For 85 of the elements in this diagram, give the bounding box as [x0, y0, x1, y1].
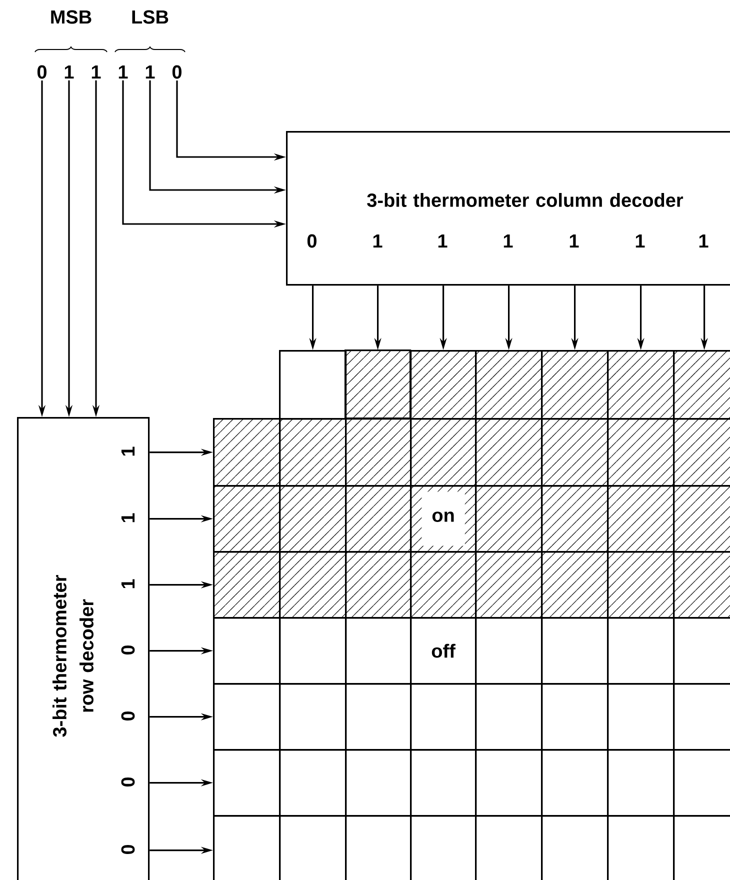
hatched-cell: [607, 551, 675, 619]
input-bit: 0: [37, 65, 46, 79]
cell: [541, 815, 609, 880]
hatched-cell: [541, 485, 609, 553]
hatched-cell: [607, 350, 675, 420]
hatched-cell: [475, 418, 543, 487]
input-bit: 0: [172, 65, 182, 79]
cell: [345, 683, 412, 751]
hatched-cell: [673, 350, 730, 420]
hatched-cell: [213, 418, 281, 487]
cell: [345, 815, 412, 880]
cell: [607, 683, 675, 751]
hatched-cell: [344, 350, 412, 420]
bit-group-label: LSB: [132, 10, 168, 24]
hatched-cell: [607, 485, 675, 553]
hatched-cell: [673, 418, 730, 487]
cell: [607, 815, 675, 880]
input-bit: 1: [64, 65, 74, 79]
cell: [410, 683, 477, 751]
cell: [475, 815, 543, 880]
cell: [541, 683, 609, 751]
cell: [279, 749, 347, 817]
cell: [279, 683, 347, 751]
hatched-cell: [541, 350, 609, 420]
output-bit: 1: [121, 513, 135, 522]
hatched-cell: [410, 350, 477, 420]
hatched-cell: [607, 418, 675, 487]
hatched-cell: [213, 485, 281, 553]
cell: [475, 683, 543, 751]
hatched-cell: [475, 485, 543, 553]
hatched-cell: [213, 551, 281, 619]
cell: [673, 815, 730, 880]
hatched-cell: [673, 485, 730, 553]
hatched-cell: on: [410, 485, 477, 553]
hatched-cell: [475, 350, 543, 420]
bit-group-label: MSB: [51, 10, 92, 24]
output-bit: 0: [307, 234, 316, 248]
output-bit: 1: [636, 234, 645, 248]
input-bit: 1: [118, 65, 128, 79]
input-bit: 1: [92, 65, 101, 79]
cell: [541, 749, 609, 817]
input-bit: 1: [146, 65, 155, 79]
cell: [279, 350, 347, 420]
hatched-cell: [410, 418, 477, 487]
hatched-cell: [279, 418, 347, 487]
cell: [475, 749, 543, 817]
cell: [410, 815, 477, 880]
cell: [673, 617, 730, 685]
hatched-cell: [541, 551, 609, 619]
output-bit: 1: [570, 234, 579, 248]
hatched-cell: [475, 551, 543, 619]
output-bit: 1: [121, 579, 135, 588]
hatched-cell: [345, 485, 412, 553]
cell: off: [410, 617, 477, 685]
hatched-cell: [279, 485, 347, 553]
output-bit: 0: [121, 712, 135, 721]
hatched-cell: [410, 551, 477, 619]
cell: [213, 683, 281, 751]
output-bit: 1: [699, 234, 708, 248]
cell: [213, 617, 281, 685]
hatched-cell: [345, 551, 412, 619]
cell: [541, 617, 609, 685]
cell: [279, 815, 347, 880]
output-bit: 0: [121, 778, 135, 787]
hatched-cell: [345, 418, 412, 487]
output-bit: 1: [504, 234, 513, 248]
output-bit: 0: [121, 845, 135, 854]
cell: [213, 815, 281, 880]
cell: [279, 617, 347, 685]
output-bit: 1: [438, 234, 448, 248]
hatched-cell: [541, 418, 609, 487]
cell: [345, 749, 412, 817]
cell: [607, 617, 675, 685]
hatched-cell: [279, 551, 347, 619]
cell: [475, 617, 543, 685]
hatched-cell: [673, 551, 730, 619]
cell: [607, 749, 675, 817]
cell: [345, 617, 412, 685]
cell: [410, 749, 477, 817]
output-bit: 1: [373, 234, 382, 248]
output-bit: 0: [121, 646, 135, 655]
cell: [673, 749, 730, 817]
output-bit: 1: [121, 446, 135, 456]
cell: [213, 749, 281, 817]
cell: [673, 683, 730, 751]
